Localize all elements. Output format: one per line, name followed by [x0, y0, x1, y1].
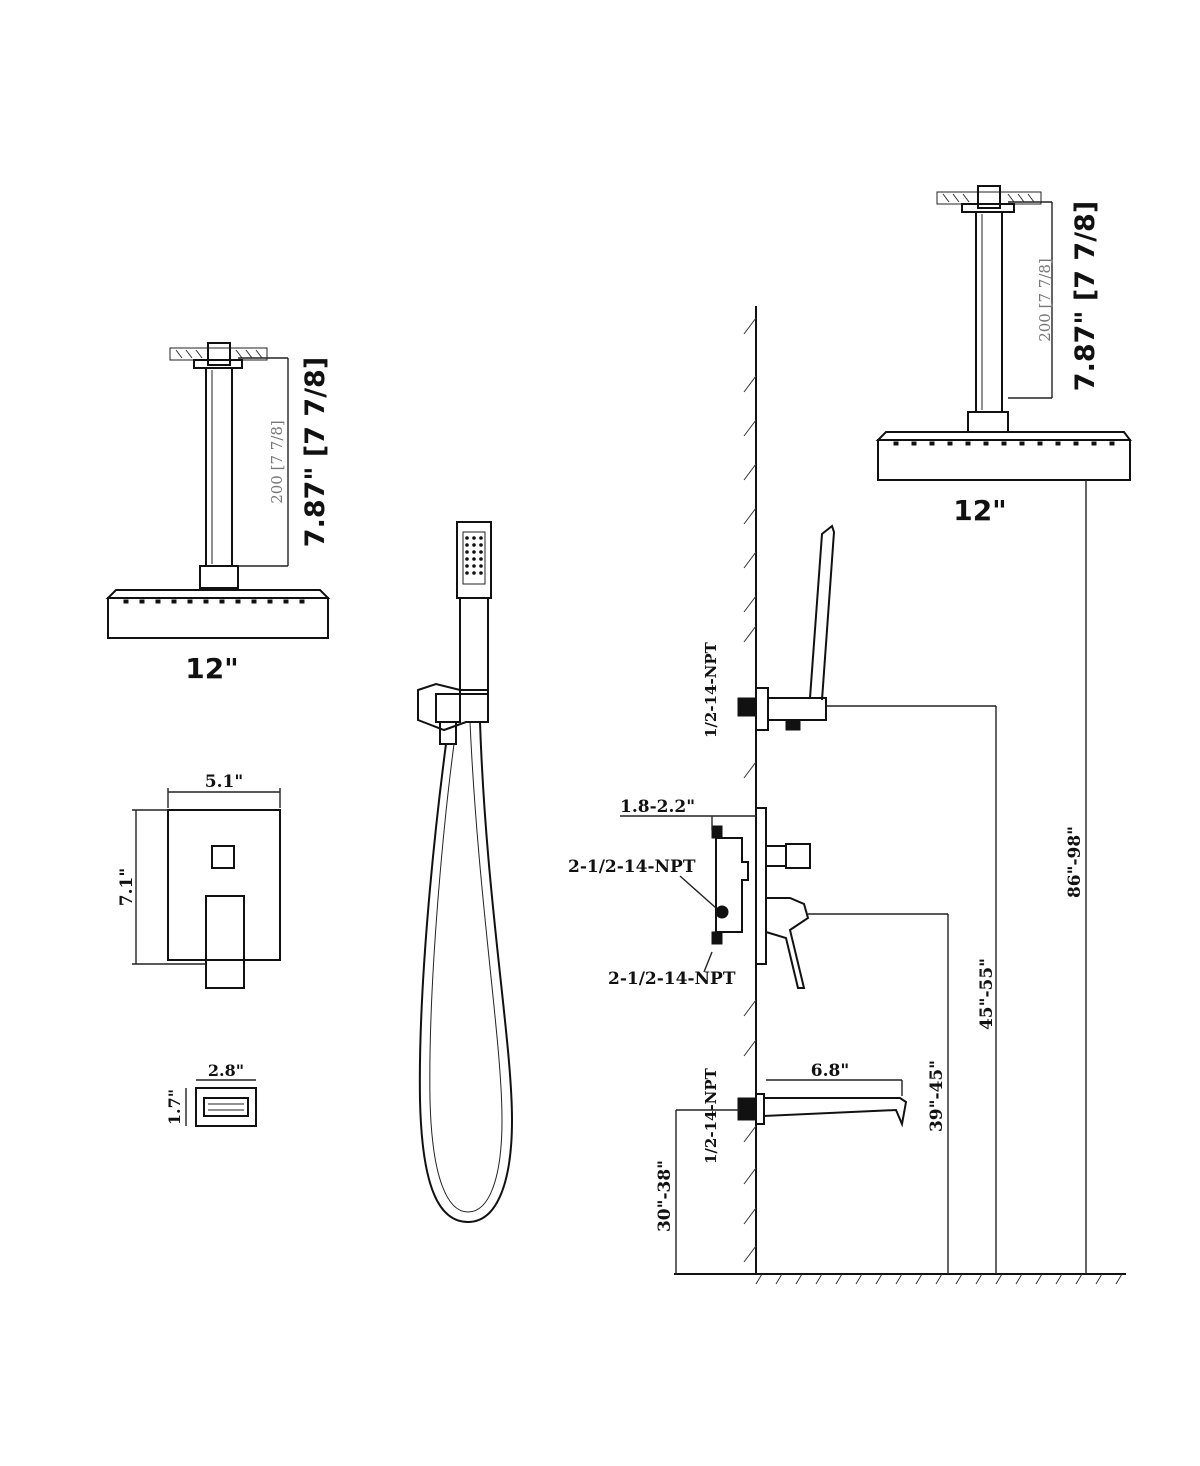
right-arm-dim-large: 7.87" [7 7/8]: [1070, 201, 1101, 391]
left-arm-dim-large: 7.87" [7 7/8]: [300, 357, 331, 547]
spray-nozzles: [465, 536, 483, 575]
spout-face: [195, 1087, 257, 1127]
valve-trim-plate: [167, 809, 281, 961]
hand-shower-holder: [417, 682, 489, 732]
spout-height-label: 30"-38": [655, 1160, 675, 1232]
left-head-width-label: 12": [185, 652, 239, 685]
right-shower-arm: [975, 211, 1003, 413]
left-arm-dim-small: 200 [7 7/8]: [268, 420, 286, 504]
diverter-knob: [211, 845, 235, 869]
right-shower-head: [877, 439, 1131, 481]
spout-length-label: 6.8": [811, 1061, 849, 1081]
side-diverter-knob: [785, 843, 811, 869]
wall-depth-label: 1.8-2.2": [620, 797, 695, 817]
side-installation-view: 1/2-14-NPT 1.8-2.2" 2-1/2-14-NPT 2-1/2-1…: [568, 306, 1126, 1285]
left-shower-head-assembly: 200 [7 7/8] 7.87" [7 7/8] 12": [105, 342, 331, 685]
valve-inlet-bottom-label: 2-1/2-14-NPT: [608, 969, 736, 989]
right-arm-dim-small: 200 [7 7/8]: [1036, 258, 1054, 342]
side-tub-spout: [737, 1093, 908, 1128]
head-height-label: 86"-98": [1065, 826, 1085, 898]
side-valve-handle: [765, 897, 810, 989]
valve-trim-height-label: 7.1": [117, 868, 137, 906]
hand-shower-assembly: [417, 521, 514, 1224]
spout-front-height-label: 1.7": [165, 1089, 184, 1125]
wall-hatching: [743, 317, 757, 1263]
hand-shower-conn-label: 1/2-14-NPT: [702, 641, 720, 738]
floor-hatching: [755, 1273, 1123, 1285]
valve-trim-front-view: 5.1" 7.1": [117, 772, 281, 989]
side-hand-shower-holder: [737, 524, 836, 731]
left-shower-head: [107, 597, 329, 639]
side-hand-shower: [809, 524, 836, 701]
side-valve-body: [711, 807, 811, 989]
hand-shower-handle: [459, 597, 489, 695]
valve-trim-width-label: 5.1": [205, 772, 243, 792]
right-head-width-label: 12": [953, 494, 1007, 527]
left-shower-arm: [205, 367, 233, 567]
holder-height-label: 45"-55": [977, 958, 997, 1030]
spout-front-view: 2.8" 1.7": [165, 1061, 257, 1127]
valve-handle: [205, 895, 245, 989]
valve-inlet-top-label: 2-1/2-14-NPT: [568, 857, 696, 877]
spout-conn-label: 1/2-14-NPT: [702, 1067, 720, 1164]
shower-hose: [418, 721, 514, 1224]
spout-front-width-label: 2.8": [208, 1061, 244, 1080]
right-shower-head-assembly: 200 [7 7/8] 7.87" [7 7/8] 12": [875, 185, 1132, 527]
handle-height-label: 39"-45": [927, 1060, 947, 1132]
